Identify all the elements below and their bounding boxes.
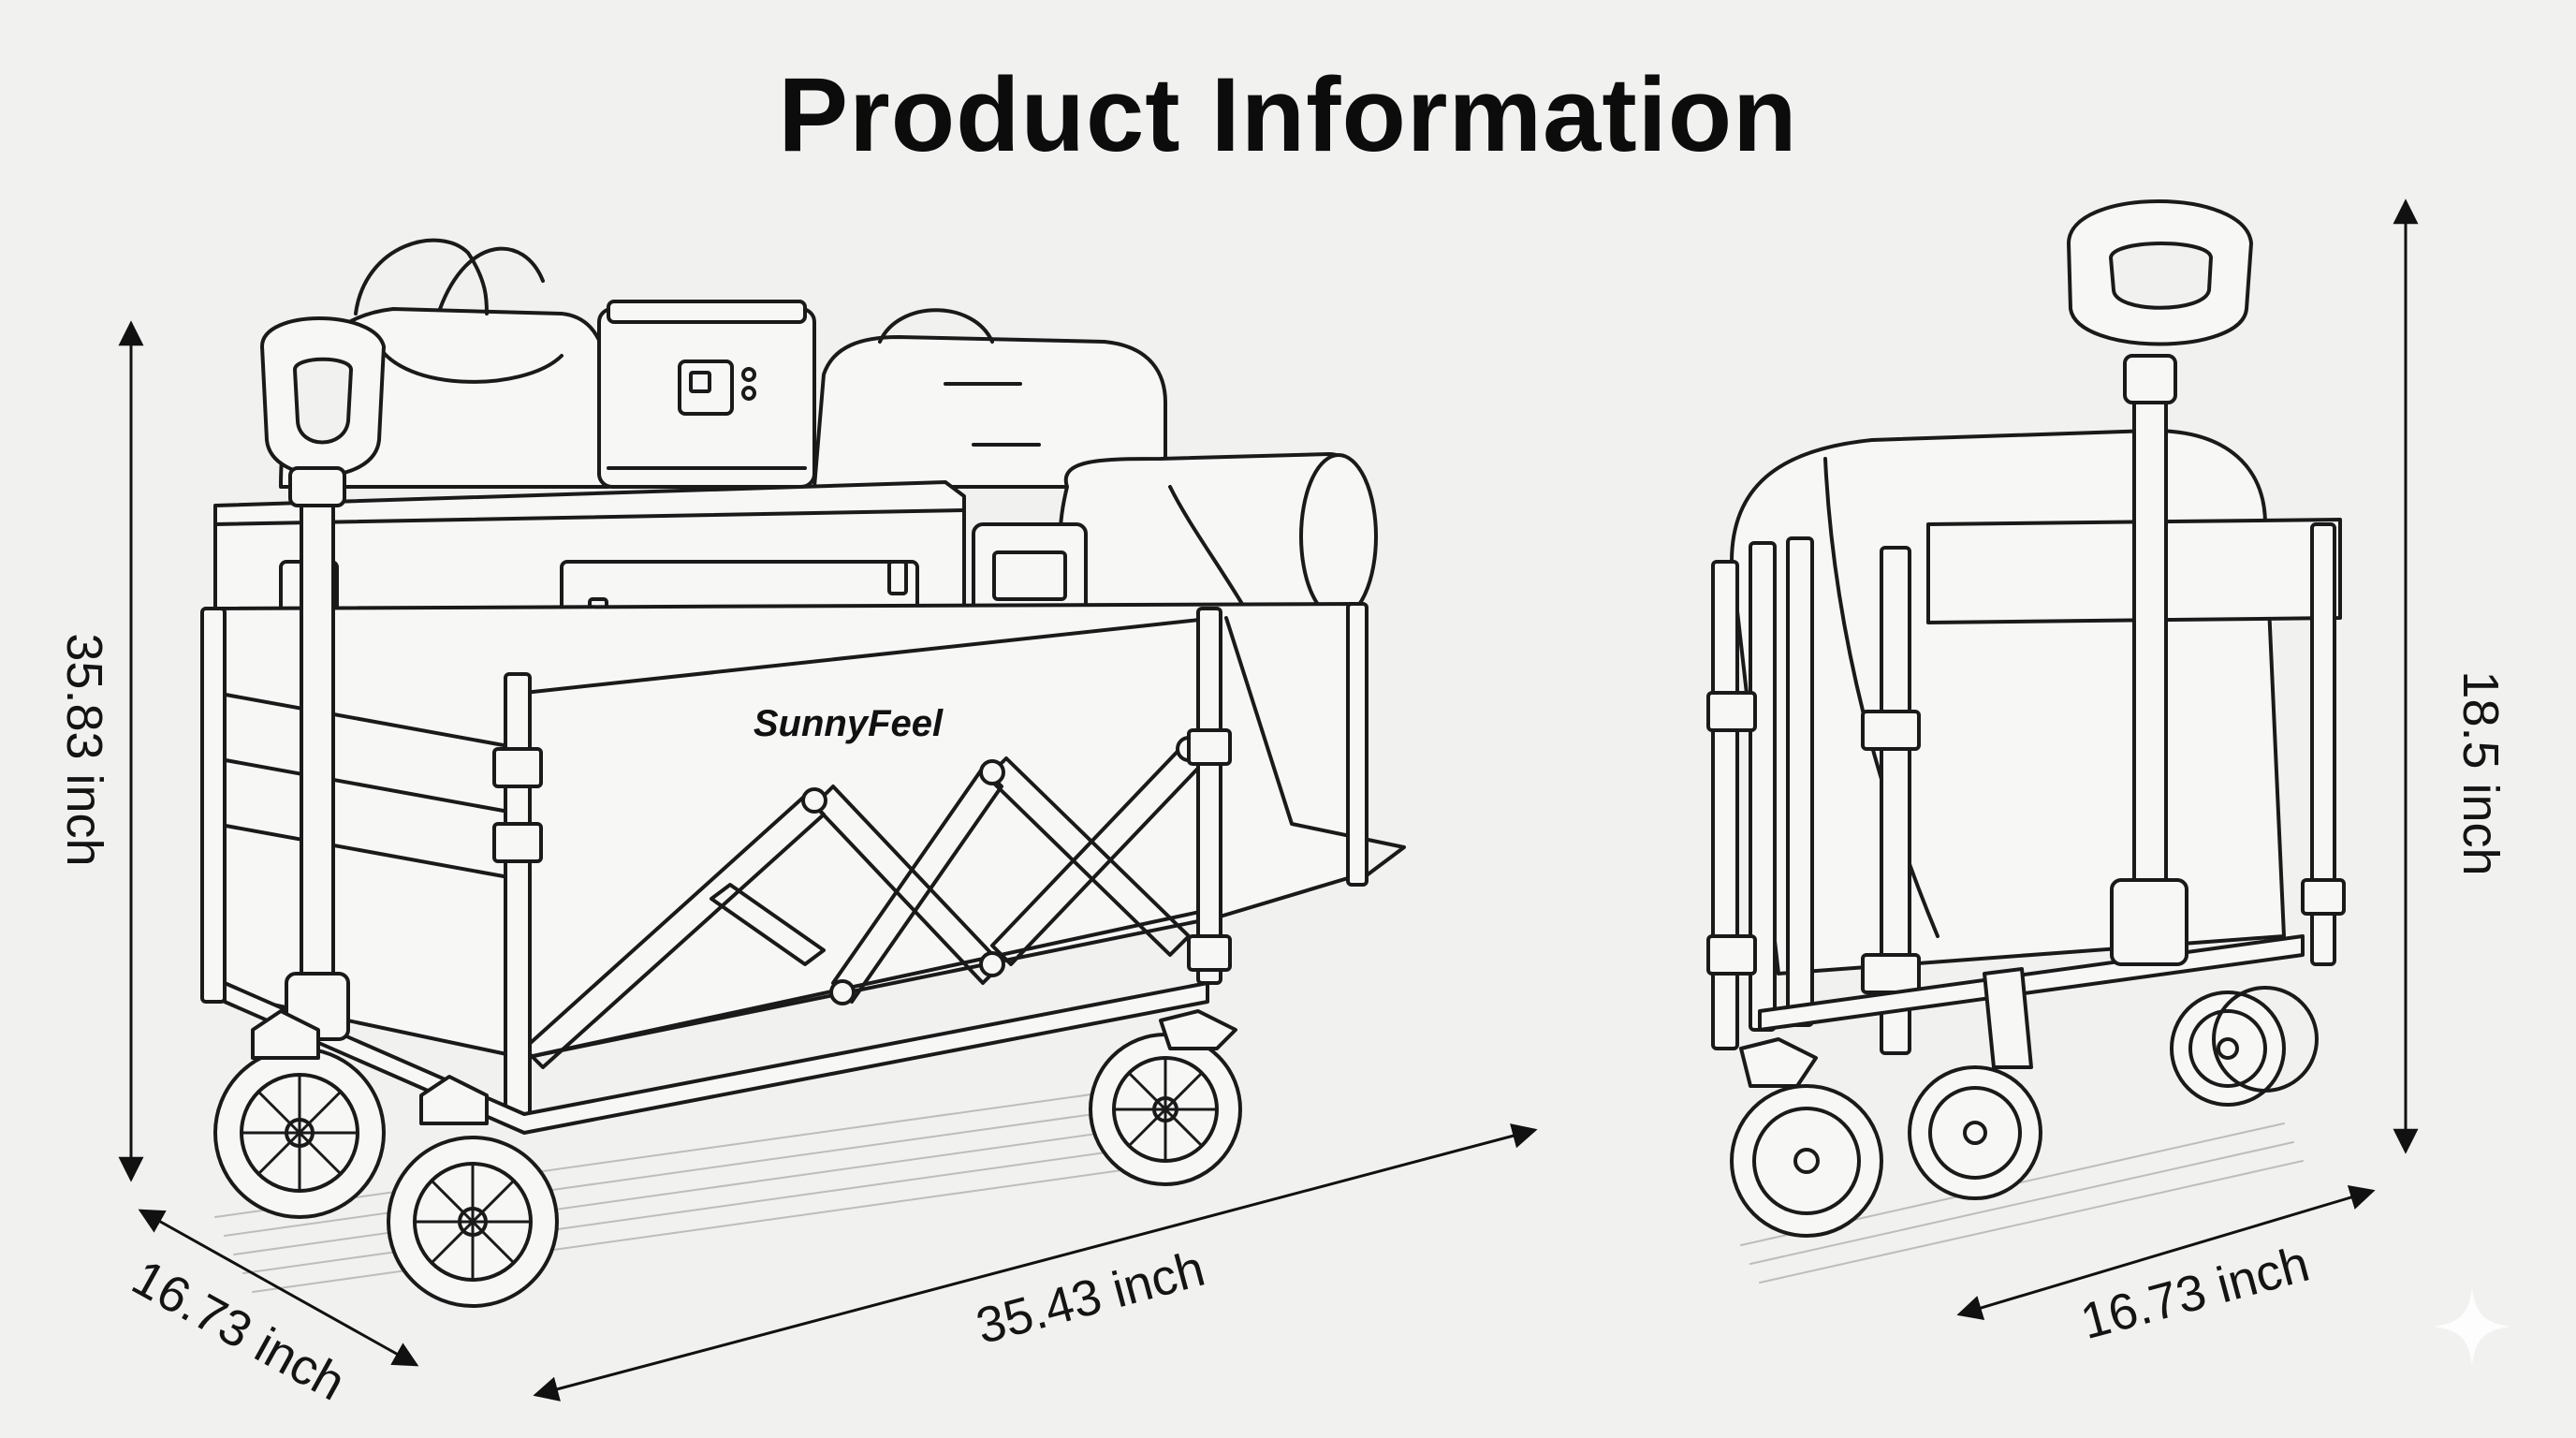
width-arrow-folded [1956, 1185, 2376, 1320]
duffel-bag-right [812, 308, 1167, 489]
expanded-height-label: 35.83 inch [56, 633, 112, 867]
dimension-lines [118, 198, 2419, 1401]
expanded-wagon-drawing [200, 238, 1406, 1308]
width-arrow-expanded [138, 1209, 419, 1367]
sparkle-watermark-icon [2434, 1288, 2510, 1365]
page-title: Product Information [778, 56, 1798, 173]
wagon-bucket [204, 602, 1406, 1060]
folded-pull-handle [2067, 199, 2253, 966]
folded-wagon-drawing [1706, 199, 2346, 1284]
folded-frame [1706, 522, 2346, 1055]
wheels [213, 1009, 1242, 1308]
folded-wheels [1730, 967, 2319, 1238]
brand-logo-text: SunnyFeel [754, 703, 944, 744]
power-station [597, 300, 816, 489]
pull-handle [260, 316, 386, 1041]
length-arrow-expanded [533, 1123, 1538, 1401]
folded-fabric [1730, 429, 2286, 976]
folded-height-label: 18.5 inch [2452, 670, 2509, 876]
rolled-bag [1058, 452, 1378, 627]
